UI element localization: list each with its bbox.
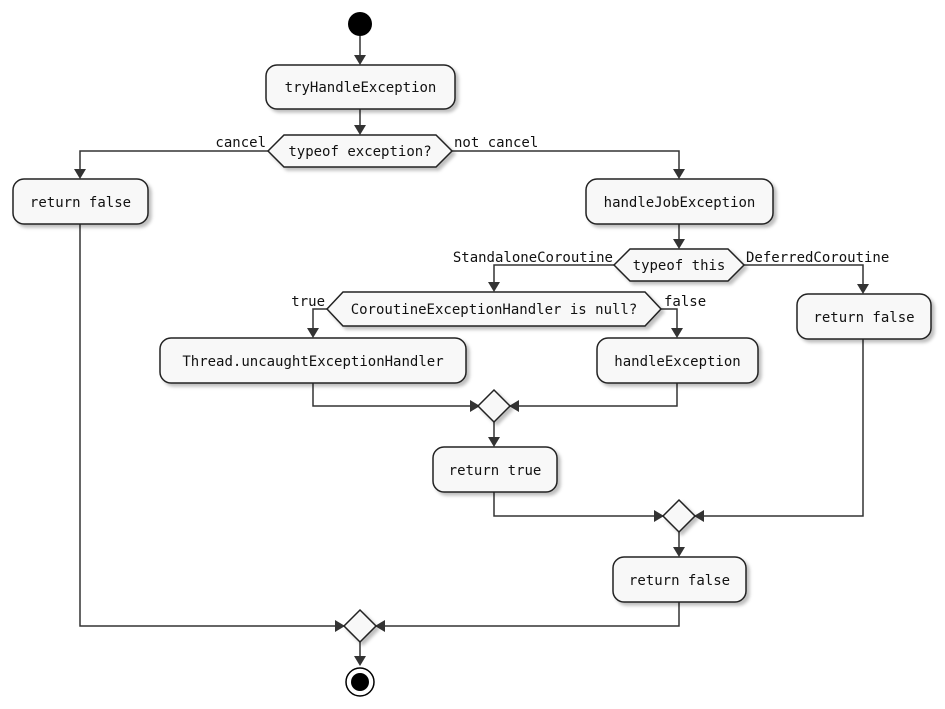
activity-label: return true — [449, 463, 542, 479]
branch-label-not-cancel: not cancel — [454, 135, 538, 151]
decision-label: typeof this — [633, 258, 726, 274]
start-node — [348, 12, 372, 36]
activity-thread-uncaught-exception-handler: Thread.uncaughtExceptionHandler — [159, 337, 467, 384]
decision-typeof-this: typeof this — [612, 248, 746, 282]
activity-return-false-deferred: return false — [796, 293, 932, 340]
branch-label-false: false — [664, 294, 706, 310]
activity-return-false-cancel: return false — [12, 178, 149, 225]
merge-node-2 — [661, 498, 697, 534]
branch-label-cancel: cancel — [215, 135, 266, 151]
decision-typeof-exception: typeof exception? — [266, 134, 454, 168]
activity-handle-job-exception: handleJobException — [585, 178, 774, 225]
activity-label: return false — [629, 573, 730, 589]
activity-return-false-final: return false — [612, 556, 747, 603]
activity-label: Thread.uncaughtExceptionHandler — [182, 354, 443, 370]
decision-label: typeof exception? — [288, 144, 431, 160]
activity-label: handleException — [614, 354, 740, 370]
branch-label-true: true — [291, 294, 325, 310]
branch-label-deferred-coroutine: DeferredCoroutine — [746, 250, 889, 266]
activity-label: tryHandleException — [285, 80, 437, 96]
decision-label: CoroutineExceptionHandler is null? — [351, 302, 638, 318]
activity-label: handleJobException — [604, 195, 756, 211]
decision-handler-is-null: CoroutineExceptionHandler is null? — [325, 291, 663, 327]
activity-return-true: return true — [432, 446, 558, 493]
activity-label: return false — [30, 195, 131, 211]
merge-node-1 — [476, 388, 512, 424]
edges — [74, 36, 869, 666]
activity-handle-exception: handleException — [596, 337, 759, 384]
branch-label-standalone-coroutine: StandaloneCoroutine — [453, 250, 613, 266]
merge-node-3 — [342, 608, 378, 644]
activity-label: return false — [813, 310, 914, 326]
end-node — [345, 667, 375, 697]
activity-try-handle-exception: tryHandleException — [265, 64, 456, 110]
